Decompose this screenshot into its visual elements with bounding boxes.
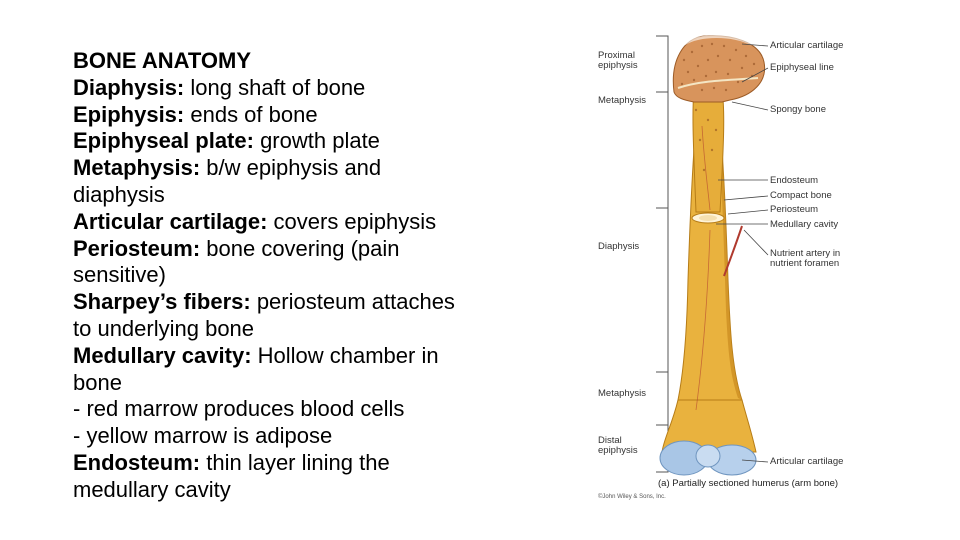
- term-label: Medullary cavity:: [73, 342, 252, 368]
- humerus-illustration: [656, 35, 769, 476]
- term-description: to underlying bone: [73, 315, 255, 341]
- text-line: Sharpey’s fibers: periosteum attaches: [73, 289, 523, 316]
- text-line: Medullary cavity: Hollow chamber in: [73, 343, 523, 370]
- term-label: Epiphysis:: [73, 101, 185, 127]
- label-proximal-epiphysis-line2: epiphysis: [598, 60, 638, 71]
- text-line: Epiphysis: ends of bone: [73, 102, 523, 129]
- text-line: diaphysis: [73, 182, 523, 209]
- term-description: long shaft of bone: [184, 74, 366, 100]
- text-line: Endosteum: thin layer lining the: [73, 450, 523, 477]
- text-line: medullary cavity: [73, 477, 523, 504]
- label-distal-epiphysis-line1: Distal: [598, 435, 622, 446]
- label-articular-cartilage-top: Articular cartilage: [770, 40, 844, 51]
- text-line: Metaphysis: b/w epiphysis and: [73, 155, 523, 182]
- text-line: Diaphysis: long shaft of bone: [73, 75, 523, 102]
- left-brackets: [656, 35, 669, 473]
- term-description: growth plate: [253, 128, 380, 154]
- label-epiphyseal-line: Epiphyseal line: [770, 62, 834, 73]
- term-description: - red marrow produces blood cells: [73, 396, 405, 422]
- text-line: sensitive): [73, 262, 523, 289]
- label-nutrient-artery-line2: nutrient foramen: [770, 258, 840, 269]
- text-line: bone: [73, 370, 523, 397]
- label-articular-cartilage-bottom: Articular cartilage: [770, 456, 844, 467]
- label-medullary-cavity: Medullary cavity: [770, 219, 839, 230]
- term-description: bone: [73, 369, 122, 395]
- text-line: BONE ANATOMY: [73, 48, 523, 75]
- term-label: Periosteum:: [73, 235, 201, 261]
- term-description: diaphysis: [73, 181, 165, 207]
- label-nutrient-artery-line1: Nutrient artery in: [770, 248, 841, 259]
- term-description: Hollow chamber in: [251, 342, 439, 368]
- text-line: Periosteum: bone covering (pain: [73, 236, 523, 263]
- term-description: ends of bone: [184, 101, 318, 127]
- figure-caption: (a) Partially sectioned humerus (arm bon…: [658, 478, 839, 489]
- term-label: Metaphysis:: [73, 155, 201, 181]
- term-label: Endosteum:: [73, 449, 201, 475]
- term-label: Articular cartilage:: [73, 208, 268, 234]
- text-line: - red marrow produces blood cells: [73, 396, 523, 423]
- label-distal-epiphysis-line2: epiphysis: [598, 445, 638, 456]
- label-metaphysis-top: Metaphysis: [598, 95, 647, 106]
- term-label: Diaphysis:: [73, 74, 185, 100]
- text-line: Epiphyseal plate: growth plate: [73, 128, 523, 155]
- label-metaphysis-bottom: Metaphysis: [598, 388, 647, 399]
- label-compact-bone: Compact bone: [770, 190, 832, 201]
- label-diaphysis: Diaphysis: [598, 241, 640, 252]
- label-spongy-bone: Spongy bone: [770, 104, 826, 115]
- term-label: Epiphyseal plate:: [73, 128, 254, 154]
- label-proximal-epiphysis-line1: Proximal: [598, 50, 635, 61]
- term-description: b/w epiphysis and: [200, 155, 382, 181]
- term-description: - yellow marrow is adipose: [73, 423, 333, 449]
- text-line: Articular cartilage: covers epiphysis: [73, 209, 523, 236]
- term-description: medullary cavity: [73, 476, 231, 502]
- text-line: to underlying bone: [73, 316, 523, 343]
- label-endosteum: Endosteum: [770, 175, 819, 186]
- figure-credit: ©John Wiley & Sons, Inc.: [598, 494, 666, 500]
- term-description: covers epiphysis: [267, 208, 437, 234]
- label-periosteum: Periosteum: [770, 204, 819, 215]
- term-description: thin layer lining the: [200, 449, 390, 475]
- term-description: sensitive): [73, 262, 166, 288]
- term-label: BONE ANATOMY: [73, 48, 252, 73]
- humerus-figure: Proximal epiphysis Metaphysis Diaphysis …: [592, 30, 892, 510]
- right-pointers: [716, 43, 769, 463]
- term-description: periosteum attaches: [250, 289, 455, 315]
- text-line: - yellow marrow is adipose: [73, 423, 523, 450]
- term-label: Sharpey’s fibers:: [73, 289, 251, 315]
- term-description: bone covering (pain: [200, 235, 400, 261]
